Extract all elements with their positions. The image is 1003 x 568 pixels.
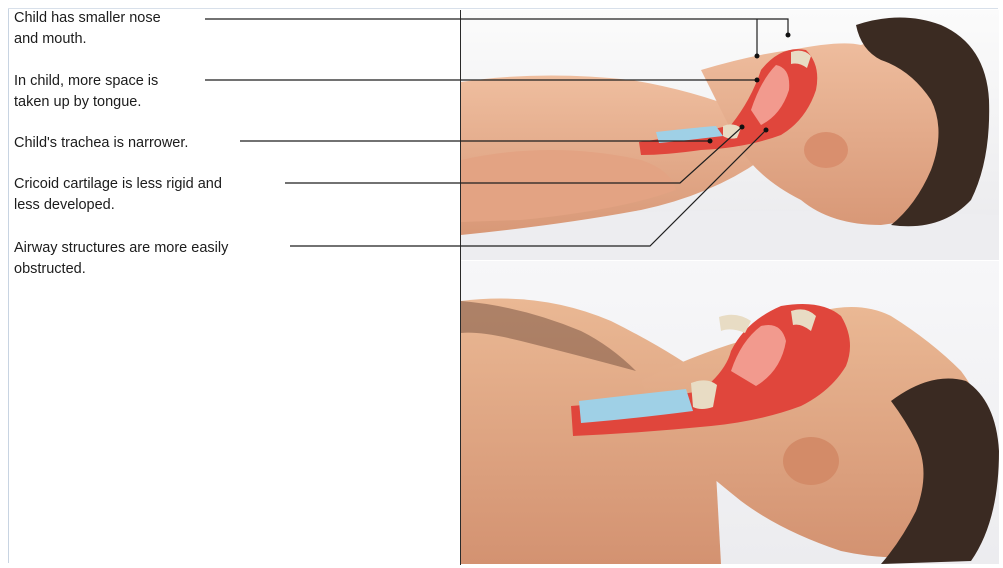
label-obstructed-line2: obstructed.: [14, 259, 228, 280]
label-obstructed-line1: Airway structures are more easily: [14, 238, 228, 259]
label-trachea-line1: Child's trachea is narrower.: [14, 133, 188, 154]
adult-airway-illustration: [461, 261, 999, 564]
label-tongue-line1: In child, more space is: [14, 71, 158, 92]
label-nose-mouth: Child has smaller nose and mouth.: [14, 8, 161, 50]
label-tongue-line2: taken up by tongue.: [14, 92, 158, 113]
label-cricoid-line2: less developed.: [14, 195, 222, 216]
child-illustration-panel: [461, 10, 999, 260]
label-cricoid-line1: Cricoid cartilage is less rigid and: [14, 174, 222, 195]
figure-left-border: [8, 8, 9, 563]
child-airway-illustration: [461, 10, 999, 260]
label-trachea: Child's trachea is narrower.: [14, 133, 188, 154]
label-obstructed: Airway structures are more easily obstru…: [14, 238, 228, 280]
child-ear: [804, 132, 848, 168]
adult-ear: [783, 437, 839, 485]
label-tongue: In child, more space is taken up by tong…: [14, 71, 158, 113]
label-nose-mouth-line1: Child has smaller nose: [14, 8, 161, 29]
panel-divider: [460, 10, 461, 565]
label-nose-mouth-line2: and mouth.: [14, 29, 161, 50]
adult-cricoid: [691, 380, 717, 409]
adult-illustration-panel: [461, 261, 999, 564]
label-cricoid: Cricoid cartilage is less rigid and less…: [14, 174, 222, 216]
